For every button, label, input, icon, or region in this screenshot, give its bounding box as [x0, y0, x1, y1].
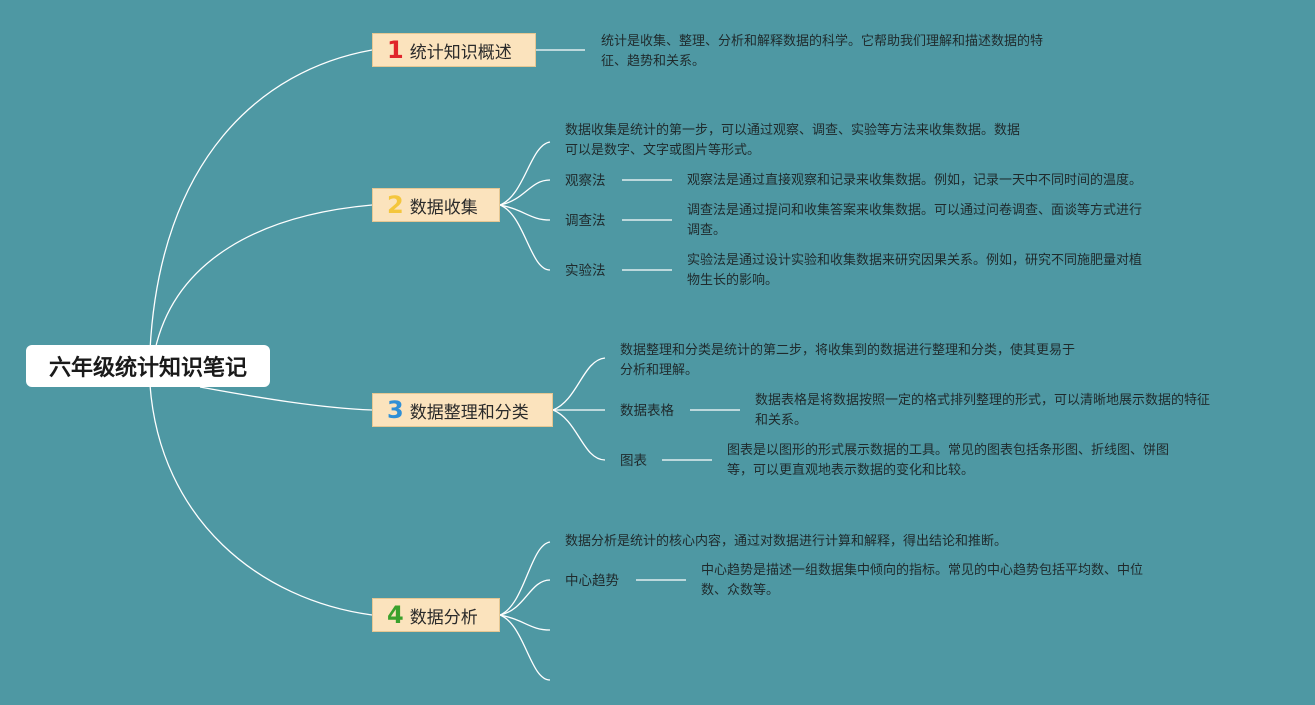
connector-branch2-sub2: [499, 204, 551, 221]
survey-description: 调查法是通过提问和收集答案来收集数据。可以通过问卷调查、面谈等方式进行 调查。: [687, 203, 1143, 238]
connector-branch4-desc: [499, 541, 551, 616]
subtopic-charts[interactable]: 图表: [620, 453, 647, 469]
observation-description: 观察法是通过直接观察和记录来收集数据。例如，记录一天中不同时间的温度。: [687, 173, 1143, 188]
connector-branch2-sub1: [499, 179, 551, 206]
connector-root-branch1: [149, 49, 373, 351]
subtopic-observation[interactable]: 观察法: [565, 173, 606, 189]
branch-label-4: 数据分析: [409, 607, 478, 628]
subtopic-central-tendency[interactable]: 中心趋势: [565, 573, 619, 589]
branch-number-1: 1: [387, 36, 404, 64]
root-title: 六年级统计知识笔记: [48, 356, 247, 381]
branch-label-2: 数据收集: [409, 197, 478, 218]
connector-root-branch3: [199, 386, 373, 411]
branch-number-3: 3: [387, 396, 404, 424]
branch-label-1: 统计知识概述: [409, 42, 512, 63]
organization-description: 数据整理和分类是统计的第二步，将收集到的数据进行整理和分类，使其更易于 分析和理…: [620, 343, 1076, 378]
branch-overview[interactable]: 1 统计知识概述: [372, 33, 536, 67]
branch-data-analysis[interactable]: 4 数据分析: [372, 598, 500, 632]
connector-branch3-sub2: [552, 409, 606, 461]
central-tendency-description: 中心趋势是描述一组数据集中倾向的指标。常见的中心趋势包括平均数、中位 数、众数等…: [701, 563, 1144, 598]
connector-branch2-desc: [499, 141, 551, 206]
connector-branch4-sub1: [499, 579, 551, 616]
overview-description: 统计是收集、整理、分析和解释数据的科学。它帮助我们理解和描述数据的特 征、趋势和…: [601, 34, 1044, 69]
connector-root-branch2: [154, 204, 373, 351]
data-table-description: 数据表格是将数据按照一定的格式排列整理的形式，可以清晰地展示数据的特征 和关系。: [755, 393, 1211, 428]
branch-data-organization[interactable]: 3 数据整理和分类: [372, 393, 553, 427]
branch-number-4: 4: [387, 601, 404, 629]
branch-number-2: 2: [387, 191, 404, 219]
collection-description: 数据收集是统计的第一步，可以通过观察、调查、实验等方法来收集数据。数据 可以是数…: [565, 123, 1021, 158]
subtopic-experiment[interactable]: 实验法: [565, 263, 606, 279]
branch-label-3: 数据整理和分类: [409, 402, 529, 423]
experiment-description: 实验法是通过设计实验和收集数据来研究因果关系。例如，研究不同施肥量对植 物生长的…: [687, 253, 1143, 288]
subtopic-survey[interactable]: 调查法: [565, 213, 606, 229]
charts-description: 图表是以图形的形式展示数据的工具。常见的图表包括条形图、折线图、饼图 等，可以更…: [727, 443, 1170, 478]
branch-data-collection[interactable]: 2 数据收集: [372, 188, 500, 222]
connector-branch2-sub3: [499, 204, 551, 271]
connector-branch4-empty1: [499, 614, 551, 631]
connector-branch3-desc: [552, 357, 606, 411]
subtopic-data-table[interactable]: 数据表格: [620, 403, 674, 419]
connector-root-branch4: [149, 384, 373, 616]
analysis-description: 数据分析是统计的核心内容，通过对数据进行计算和解释，得出结论和推断。: [565, 534, 1008, 549]
root-topic[interactable]: 六年级统计知识笔记: [26, 345, 270, 387]
connector-branch4-empty2: [499, 614, 551, 681]
